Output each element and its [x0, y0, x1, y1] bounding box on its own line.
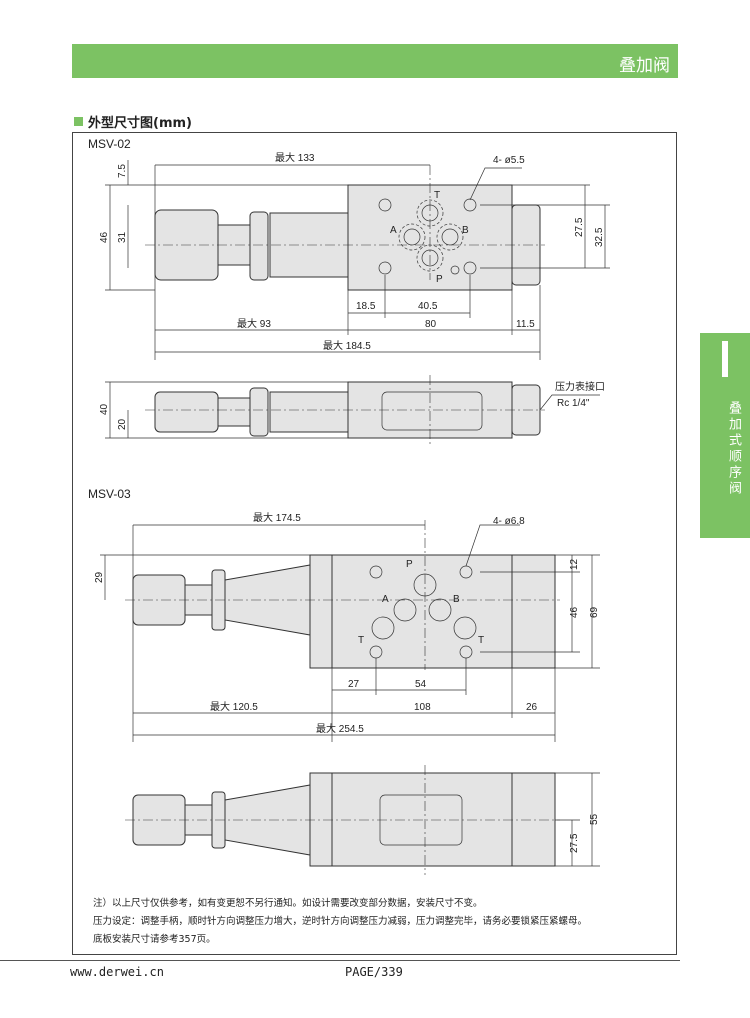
port-t-label: T	[358, 635, 364, 646]
dim-label: 54	[415, 679, 427, 690]
footer-divider	[0, 960, 680, 961]
dim-label: 11.5	[516, 319, 535, 330]
model-label-msv02: MSV-02	[88, 137, 131, 151]
dim-label: 4- ø6.8	[493, 516, 525, 527]
side-tab-label: 叠加式顺序阀	[726, 401, 741, 497]
dim-label: 27.5	[574, 217, 585, 237]
dim-label: 40	[99, 403, 110, 415]
port-a-label: A	[390, 225, 397, 236]
website-link[interactable]: www.derwei.cn	[70, 965, 164, 979]
port-p-label: P	[436, 274, 443, 285]
port-a-label: A	[382, 594, 389, 605]
msv03-top-view: P A B T T 最大 174.5 4- ø6.8 29 12 46 69 2…	[94, 511, 600, 742]
dim-label: 最大 93	[237, 317, 271, 330]
dim-label: 108	[414, 702, 431, 713]
note-line: 压力设定：调整手柄，顺时针方向调整压力增大，逆时针方向调整压力减弱，压力调整完毕…	[93, 916, 588, 927]
port-t-label: T	[478, 635, 484, 646]
gauge-thread-label: Rc 1/4"	[557, 398, 590, 409]
side-category-tab: 叠加式顺序阀	[700, 333, 750, 538]
note-line: 注）以上尺寸仅供参考，如有变更恕不另行通知。如设计需要改变部分数据，安装尺寸不变…	[93, 898, 483, 909]
page-number: PAGE/339	[345, 965, 403, 979]
drawing-frame	[72, 132, 677, 955]
dim-label: 最大 174.5	[253, 511, 301, 524]
header-bar: 叠加阀	[72, 44, 678, 78]
dim-label: 27	[348, 679, 360, 690]
green-square-icon	[74, 117, 83, 126]
msv02-top-view: T A B P 最大 133 4- ø5.5 46 31 7.5 27.5 32…	[99, 151, 610, 360]
port-b-label: B	[453, 594, 460, 605]
msv02-side-view: 40 20 压力表接口 Rc 1/4"	[99, 375, 605, 445]
port-t-label: T	[434, 190, 440, 201]
dim-label: 12	[569, 558, 580, 570]
note-line: 底板安装尺寸请参考357页。	[93, 934, 216, 945]
port-b-label: B	[462, 225, 469, 236]
dim-label: 32.5	[594, 227, 605, 247]
dim-label: 46	[569, 606, 580, 618]
dim-label: 31	[117, 231, 128, 243]
dim-label: 最大 120.5	[210, 700, 258, 713]
dim-label: 80	[425, 319, 437, 330]
dim-label: 最大 254.5	[316, 722, 364, 735]
model-label-msv03: MSV-03	[88, 487, 131, 501]
section-heading: 外型尺寸图(mm)	[74, 112, 192, 131]
dim-label: 18.5	[356, 301, 376, 312]
dim-label: 29	[94, 571, 105, 583]
dim-label: 40.5	[418, 301, 438, 312]
dim-label: 26	[526, 702, 538, 713]
header-title: 叠加阀	[619, 56, 670, 76]
section-title: 外型尺寸图(mm)	[88, 116, 192, 131]
dim-label: 最大 184.5	[323, 339, 371, 352]
dim-label: 4- ø5.5	[493, 155, 525, 166]
gauge-port-label: 压力表接口	[555, 380, 605, 393]
port-p-label: P	[406, 559, 413, 570]
dim-label: 46	[99, 231, 110, 243]
dim-label: 20	[117, 418, 128, 430]
dim-label: 7.5	[117, 164, 128, 178]
dim-label: 69	[589, 606, 600, 618]
msv03-side-view: 55 27.5	[125, 765, 600, 875]
dim-label: 27.5	[569, 833, 580, 853]
dim-label: 55	[589, 813, 600, 825]
tab-marker	[722, 341, 728, 377]
dim-label: 最大 133	[275, 151, 315, 164]
notes: 注）以上尺寸仅供参考，如有变更恕不另行通知。如设计需要改变部分数据，安装尺寸不变…	[93, 895, 587, 949]
